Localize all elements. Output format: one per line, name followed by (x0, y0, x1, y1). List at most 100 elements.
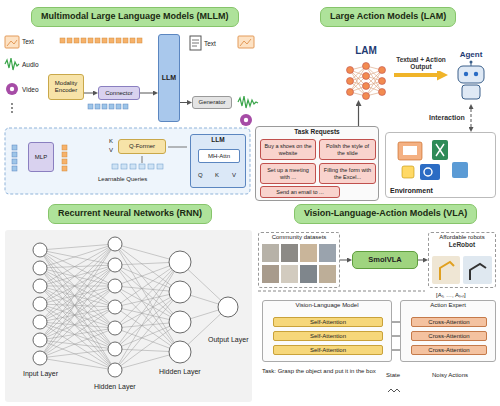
text-label: State (386, 372, 400, 379)
rnn-neuron (108, 363, 122, 377)
qformer-box: Q-Former (118, 139, 166, 154)
node-text: LLM (162, 74, 176, 82)
lam-neuron (379, 67, 386, 74)
text-token-row (88, 38, 93, 43)
rnn-link (40, 250, 115, 328)
app-icons (403, 146, 417, 155)
node-subtext: LeRobot (449, 241, 475, 248)
text-label: Input Layer (23, 370, 58, 378)
rnn-link (40, 286, 115, 287)
text-label: K (109, 138, 113, 145)
modal-token-column (88, 104, 128, 109)
output-audio-icon (238, 96, 258, 108)
robot-photos (432, 256, 460, 284)
text-token-row (130, 38, 135, 43)
rnn-link (40, 304, 115, 328)
mlp-output-tokens (62, 166, 67, 171)
rnn-link (40, 265, 115, 304)
agent-icon: Agent (448, 50, 494, 104)
connector-box: Connector (98, 86, 140, 100)
vlm-panel: Vision-Language ModelSelf-AttentionSelf-… (262, 300, 392, 362)
learnable-query-tokens (112, 164, 118, 169)
rnn-neuron (33, 351, 47, 365)
node-text: Agent (460, 51, 483, 60)
lam-neuron (363, 73, 370, 80)
connector-arrow (180, 102, 187, 103)
rnn-link (40, 265, 115, 340)
rnn-link (40, 328, 115, 340)
task-box: Set up a meeting with ... (260, 163, 316, 184)
video-input-icon (6, 83, 18, 95)
rnn-neuron (108, 258, 122, 272)
rnn-link (40, 250, 115, 265)
rnn-link (40, 286, 115, 340)
rnn-link (40, 304, 115, 370)
rnn-link (40, 328, 115, 358)
node-text: LAM (355, 45, 377, 56)
robot-photos (463, 256, 492, 284)
learnable-query-tokens (148, 164, 154, 169)
rnn-link (40, 322, 115, 328)
rnn-link (40, 265, 115, 268)
connector-arrow (140, 93, 153, 94)
node-text: MH-Attn (208, 153, 230, 160)
lam-neuron (347, 89, 354, 96)
node-text: Filling the form with the Excel... (322, 167, 373, 179)
robot-photos (440, 262, 454, 280)
node-text: Affordable robots (439, 234, 485, 241)
query-feed-line (168, 147, 187, 148)
node-text: Community datasets (272, 234, 327, 241)
text-label: Hidden Layer (159, 368, 201, 376)
app-icons (452, 162, 468, 178)
text-label: Text (204, 40, 216, 47)
cut-line (258, 291, 425, 292)
connector-variants-panel (5, 128, 250, 194)
rnn-link (40, 265, 115, 358)
text-token-row (95, 38, 100, 43)
video-input-icon (6, 83, 18, 95)
task-panel: Task RequestsBuy a shoes on the websiteP… (255, 126, 379, 201)
rnn-link (40, 244, 115, 340)
output-video-icon (240, 114, 252, 126)
rnn-neuron (169, 251, 191, 273)
rnn-link (40, 349, 115, 358)
modal-token-column (116, 104, 121, 109)
edge-label: Textual + Action Output (393, 56, 449, 71)
dataset-collage (262, 244, 336, 283)
modal-token-column (109, 104, 114, 109)
mlp-input-tokens (12, 159, 17, 164)
rnn-neuron (108, 279, 122, 293)
rnn-link (115, 292, 180, 370)
audio-input-icon (5, 58, 19, 70)
environment-panel: Environment (385, 132, 496, 198)
more-inputs-dots (11, 103, 13, 113)
node-text: Vision-Language-Action Models (VLA) (304, 209, 467, 219)
app-icons (436, 144, 444, 156)
node-text: Cross-Attention (428, 333, 469, 340)
lam-neuron (347, 78, 354, 85)
rnn-background (5, 230, 252, 402)
dataset-panel: Community datasets (258, 232, 340, 288)
lam-neuron (347, 67, 354, 74)
text-token-row (67, 38, 72, 43)
rnn-neuron (108, 321, 122, 335)
text-label: Noisy Actions (432, 372, 468, 379)
robot-photos (470, 264, 486, 280)
mlp-output-tokens (62, 145, 67, 171)
state-wave (388, 389, 400, 392)
connector-arrow (394, 73, 437, 77)
output-video-icon (240, 114, 252, 126)
dataset-collage (300, 244, 317, 262)
node-text: Polish the style of the slide (322, 143, 373, 155)
rnn-link (115, 244, 180, 322)
rnn-neuron (169, 341, 191, 363)
text-token-row (81, 38, 86, 43)
mlp-output-tokens (62, 159, 67, 164)
text-label: Audio (22, 61, 39, 68)
llm-box: LLMMH-Attn (190, 134, 246, 188)
attention-bar: Self-Attention (273, 317, 383, 327)
dataset-collage (281, 265, 298, 283)
text-label: Text (22, 38, 34, 45)
dataset-collage (300, 265, 317, 283)
mlp-input-tokens (12, 166, 17, 171)
